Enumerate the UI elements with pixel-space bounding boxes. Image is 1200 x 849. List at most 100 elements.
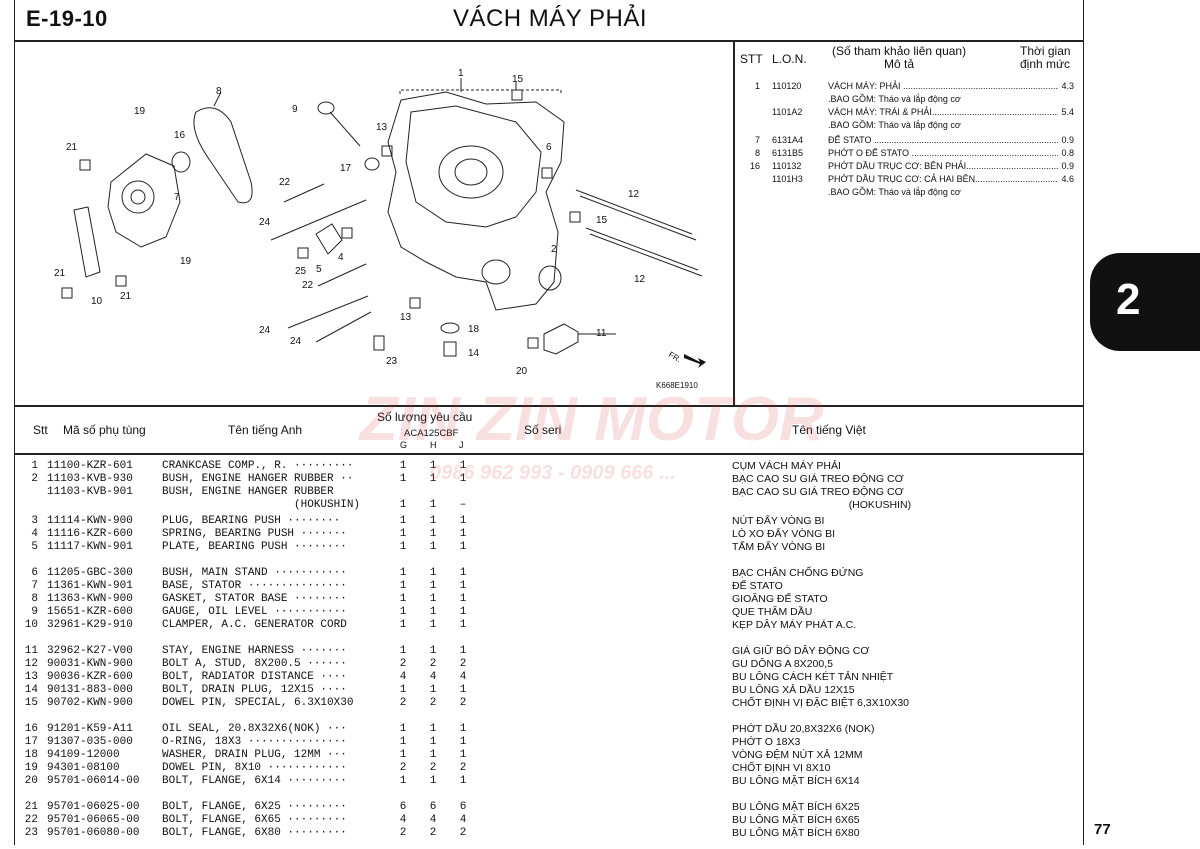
header-g: G [400,440,408,450]
callout-label: 25 [295,266,307,277]
callout-label: 8 [216,86,222,97]
section-tab: 2 [1090,253,1200,351]
callout-label: 20 [516,366,528,377]
callout-label: 19 [134,106,146,117]
callout-label: 18 [468,324,480,335]
callout-label: 16 [174,130,186,141]
callout-label: 13 [376,122,388,133]
callout-label: 21 [54,268,66,279]
callout-label: 14 [468,348,480,359]
front-mark: FR. [667,350,683,364]
title-divider [14,40,1084,42]
header-stt: Stt [33,423,48,437]
callout-label: 6 [546,142,552,153]
header-name-vi: Tên tiếng Việt [792,423,866,437]
callout-label: 7 [174,192,180,203]
labor-header-stt: STT [740,52,763,66]
labor-header-desc: Mô tả [884,57,915,71]
labor-row: .BAO GỒM: Tháo và lắp động cơ [828,94,961,104]
labor-row: .BAO GỒM: Tháo và lắp động cơ [828,187,961,197]
labor-header-ref: (Số tham khảo liên quan) [832,44,967,58]
callout-label: 23 [386,356,398,367]
header-model: ACA125CBF [404,428,459,439]
front-direction-arrow: FR. [667,350,706,368]
section-code: E-19-10 [26,6,108,31]
header-serial: Số seri [524,423,562,437]
callout-label: 17 [340,163,352,174]
crankcase-diagram-svg: FR. 1 2 4 5 6 7 8 9 10 11 12 12 13 13 14… [54,68,706,390]
callout-label: 15 [596,215,608,226]
page-title: VÁCH MÁY PHẢI [452,5,648,32]
section-tab-number: 2 [1116,275,1141,324]
callout-label: 11 [596,328,607,339]
callout-label: 24 [290,336,302,347]
callout-label: 22 [279,177,291,188]
callout-label: 13 [400,312,412,323]
header-part-no: Mã số phụ tùng [63,423,146,437]
header-j: J [459,440,464,450]
callout-label: 9 [292,104,298,115]
labor-header-time-2: định mức [1020,57,1071,71]
callout-label: 19 [180,256,192,267]
diagram-ref-code: K668E1910 [656,381,698,390]
callout-label: 21 [66,142,78,153]
diagram-labor-divider [733,40,735,406]
callout-label: 2 [551,244,557,255]
header-h: H [430,440,437,450]
exploded-parts-diagram: FR. 1 2 4 5 6 7 8 9 10 11 12 12 13 13 14… [16,42,732,404]
callout-label: 24 [259,217,271,228]
callout-labels: 1 2 4 5 6 7 8 9 10 11 12 12 13 13 14 15 … [54,68,646,377]
callout-label: 5 [316,264,322,275]
callout-label: 1 [458,68,464,79]
callout-label: 22 [302,280,314,291]
callout-label: 15 [512,74,524,85]
page-number: 77 [1094,821,1111,838]
page-frame [14,0,1084,845]
callout-label: 12 [628,189,640,200]
labor-row: .BAO GỒM: Tháo và lắp động cơ [828,120,961,130]
callout-label: 4 [338,252,344,263]
callout-label: 10 [91,296,103,307]
callout-label: 24 [259,325,271,336]
diagram-bottom-divider [14,405,1084,407]
header-qty: Số lượng yêu cầu [377,410,473,424]
labor-header-time: Thời gian [1020,44,1071,58]
labor-header-lon: L.O.N. [772,52,807,66]
crankcase-body-shape [387,91,565,311]
parts-header-divider [14,453,1084,455]
callout-label: 21 [120,291,132,302]
callout-label: 12 [634,274,646,285]
header-name-en: Tên tiếng Anh [228,423,303,437]
